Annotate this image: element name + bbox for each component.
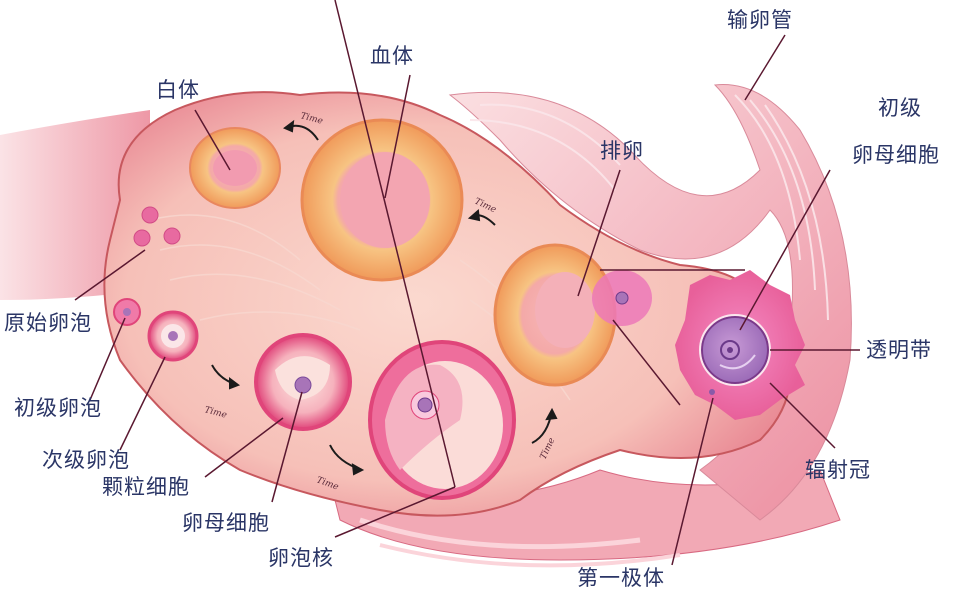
label-corpus-hemorrhagicum: 血体 xyxy=(370,44,414,68)
leader-lines xyxy=(74,0,860,566)
time-arrows xyxy=(211,119,558,476)
primary-follicle xyxy=(113,298,141,326)
label-ovulation: 排卵 xyxy=(600,139,644,163)
secondary-follicle xyxy=(147,310,199,362)
graafian-follicle xyxy=(368,340,516,500)
label-zona-pellucida: 透明带 xyxy=(866,338,932,362)
oviduct-tube xyxy=(448,84,852,521)
label-primary-oocyte-line1: 初级 xyxy=(878,96,922,120)
label-oocyte: 卵母细胞 xyxy=(182,511,270,535)
zona-pellucida-ring xyxy=(701,316,769,384)
released-oocyte-small xyxy=(592,270,652,326)
label-granulosa-cell: 颗粒细胞 xyxy=(102,475,190,499)
label-primordial-follicle: 原始卵泡 xyxy=(4,311,92,335)
label-germinal-vesicle: 卵泡核 xyxy=(268,546,334,570)
ruptured-follicle xyxy=(493,243,617,387)
label-primary-follicle: 初级卵泡 xyxy=(14,396,102,420)
label-first-polar-body: 第一极体 xyxy=(577,566,665,590)
corpus-hemorrhagicum xyxy=(300,118,464,282)
label-primary-oocyte-line2: 卵母细胞 xyxy=(852,143,940,167)
polar-body xyxy=(709,389,715,395)
label-oviduct: 输卵管 xyxy=(727,8,793,32)
ovulated-oocyte xyxy=(675,270,805,420)
label-corona-radiata: 辐射冠 xyxy=(805,458,871,482)
tertiary-follicle xyxy=(254,333,352,431)
label-corpus-albicans: 白体 xyxy=(156,78,200,102)
corpus-albicans xyxy=(189,127,281,209)
label-secondary-follicle: 次级卵泡 xyxy=(42,448,130,472)
primordial-follicles xyxy=(133,206,181,247)
